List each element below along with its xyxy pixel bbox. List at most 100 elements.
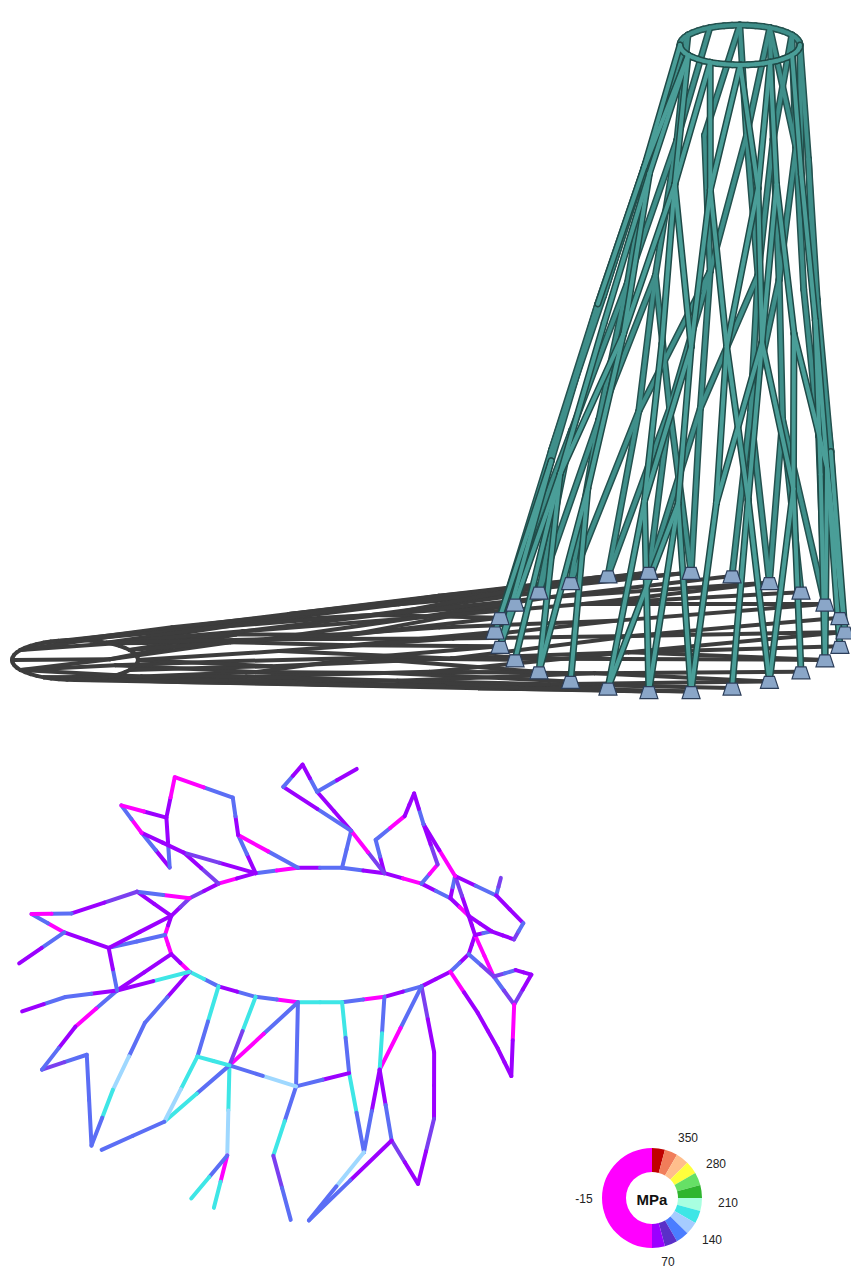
stress-member — [243, 997, 256, 1031]
stress-member — [238, 835, 268, 851]
tower-member — [793, 489, 801, 672]
stress-member — [117, 972, 144, 990]
stress-member — [349, 1073, 356, 1113]
tower-member — [604, 173, 649, 323]
tower-member-outline — [793, 489, 801, 672]
stress-member — [351, 831, 368, 852]
stress-member — [283, 776, 293, 787]
stress-member — [264, 1002, 298, 1034]
stress-member — [336, 1152, 364, 1186]
tower-member — [710, 65, 740, 190]
stress-member — [513, 1005, 514, 1041]
shadow-member — [138, 651, 279, 660]
tower-member-outline — [727, 188, 758, 346]
stress-member — [439, 850, 455, 876]
scale-value: 210 — [718, 1197, 738, 1209]
stress-member — [337, 769, 357, 780]
stress-member — [144, 811, 167, 817]
tower-member-outline — [716, 343, 762, 504]
stress-member — [145, 997, 167, 1022]
shadow-member — [130, 668, 134, 670]
stress-member — [450, 972, 464, 993]
stress-member — [191, 1177, 209, 1198]
tower-member — [801, 174, 815, 320]
stress-member — [488, 1031, 498, 1049]
support-symbol — [599, 683, 617, 695]
support-symbol — [760, 676, 778, 688]
stress-member — [273, 1156, 282, 1188]
tower-member — [792, 53, 795, 55]
stress-member — [403, 878, 422, 883]
tower-member-outline — [710, 190, 726, 347]
tower-member — [740, 65, 758, 188]
stress-member — [523, 975, 532, 990]
stress-member — [227, 1110, 228, 1155]
stress-member — [113, 1056, 129, 1090]
stress-member — [510, 909, 524, 923]
stress-member — [256, 997, 277, 1000]
stress-member — [31, 912, 51, 916]
stress-member — [235, 816, 238, 835]
stress-member — [342, 1000, 363, 1003]
tower-member — [608, 501, 645, 688]
stress-member — [357, 1113, 364, 1153]
stress-member — [432, 1052, 436, 1085]
tower-member-outline — [691, 190, 710, 347]
stress-member — [285, 1086, 296, 1121]
stress-member — [129, 1023, 145, 1057]
stress-member — [209, 1156, 227, 1177]
stress-member — [102, 1090, 113, 1118]
stress-member — [320, 866, 342, 870]
stress-member — [89, 1100, 91, 1145]
stress-member — [228, 1065, 229, 1110]
stress-member — [390, 816, 404, 828]
tower-member-outline — [792, 55, 801, 174]
tower-member — [644, 347, 691, 502]
stress-member — [166, 797, 170, 817]
stress-member — [317, 780, 337, 791]
tower-member-outline — [792, 53, 795, 55]
stress-member — [154, 904, 171, 916]
stress-member — [298, 866, 320, 870]
stress-member — [237, 992, 256, 997]
tower-member — [779, 280, 782, 420]
tower-member — [815, 320, 820, 474]
tower-member — [770, 62, 776, 184]
stress-member — [428, 1019, 434, 1052]
stress-member — [181, 1057, 198, 1090]
ring-segment — [677, 1185, 702, 1198]
stress-member — [363, 997, 384, 1000]
tower-member-outline — [801, 174, 815, 320]
tower-member — [675, 184, 691, 346]
tower-member-outline — [815, 320, 820, 474]
scale-value: -15 — [575, 1193, 592, 1205]
stress-member — [208, 986, 219, 1021]
tower-member — [560, 323, 604, 474]
stress-member — [142, 833, 163, 843]
stress-member — [64, 932, 86, 940]
stress-member — [380, 1028, 401, 1070]
tower-member-outline — [762, 185, 776, 343]
stress-member — [382, 997, 384, 1033]
stress-member — [298, 1000, 320, 1004]
stress-member — [364, 1111, 372, 1152]
stress-member — [424, 824, 440, 850]
stress-member — [283, 787, 317, 809]
stress-member — [346, 1038, 350, 1073]
tower-supports — [486, 567, 851, 698]
stress-member — [91, 990, 117, 993]
tower-member-outline — [608, 504, 678, 688]
tower-member — [762, 343, 793, 489]
stress-member — [144, 954, 171, 972]
stress-member — [163, 895, 189, 898]
support-symbol — [506, 655, 524, 667]
tower-member — [691, 503, 716, 691]
ring-segment — [652, 1223, 665, 1248]
shadow-member — [21, 659, 110, 670]
stress-member — [72, 903, 105, 914]
support-symbol — [836, 627, 851, 639]
stress-member — [496, 895, 510, 909]
stress-member — [233, 798, 236, 817]
stress-member — [65, 994, 91, 997]
stress-member — [309, 1180, 350, 1220]
